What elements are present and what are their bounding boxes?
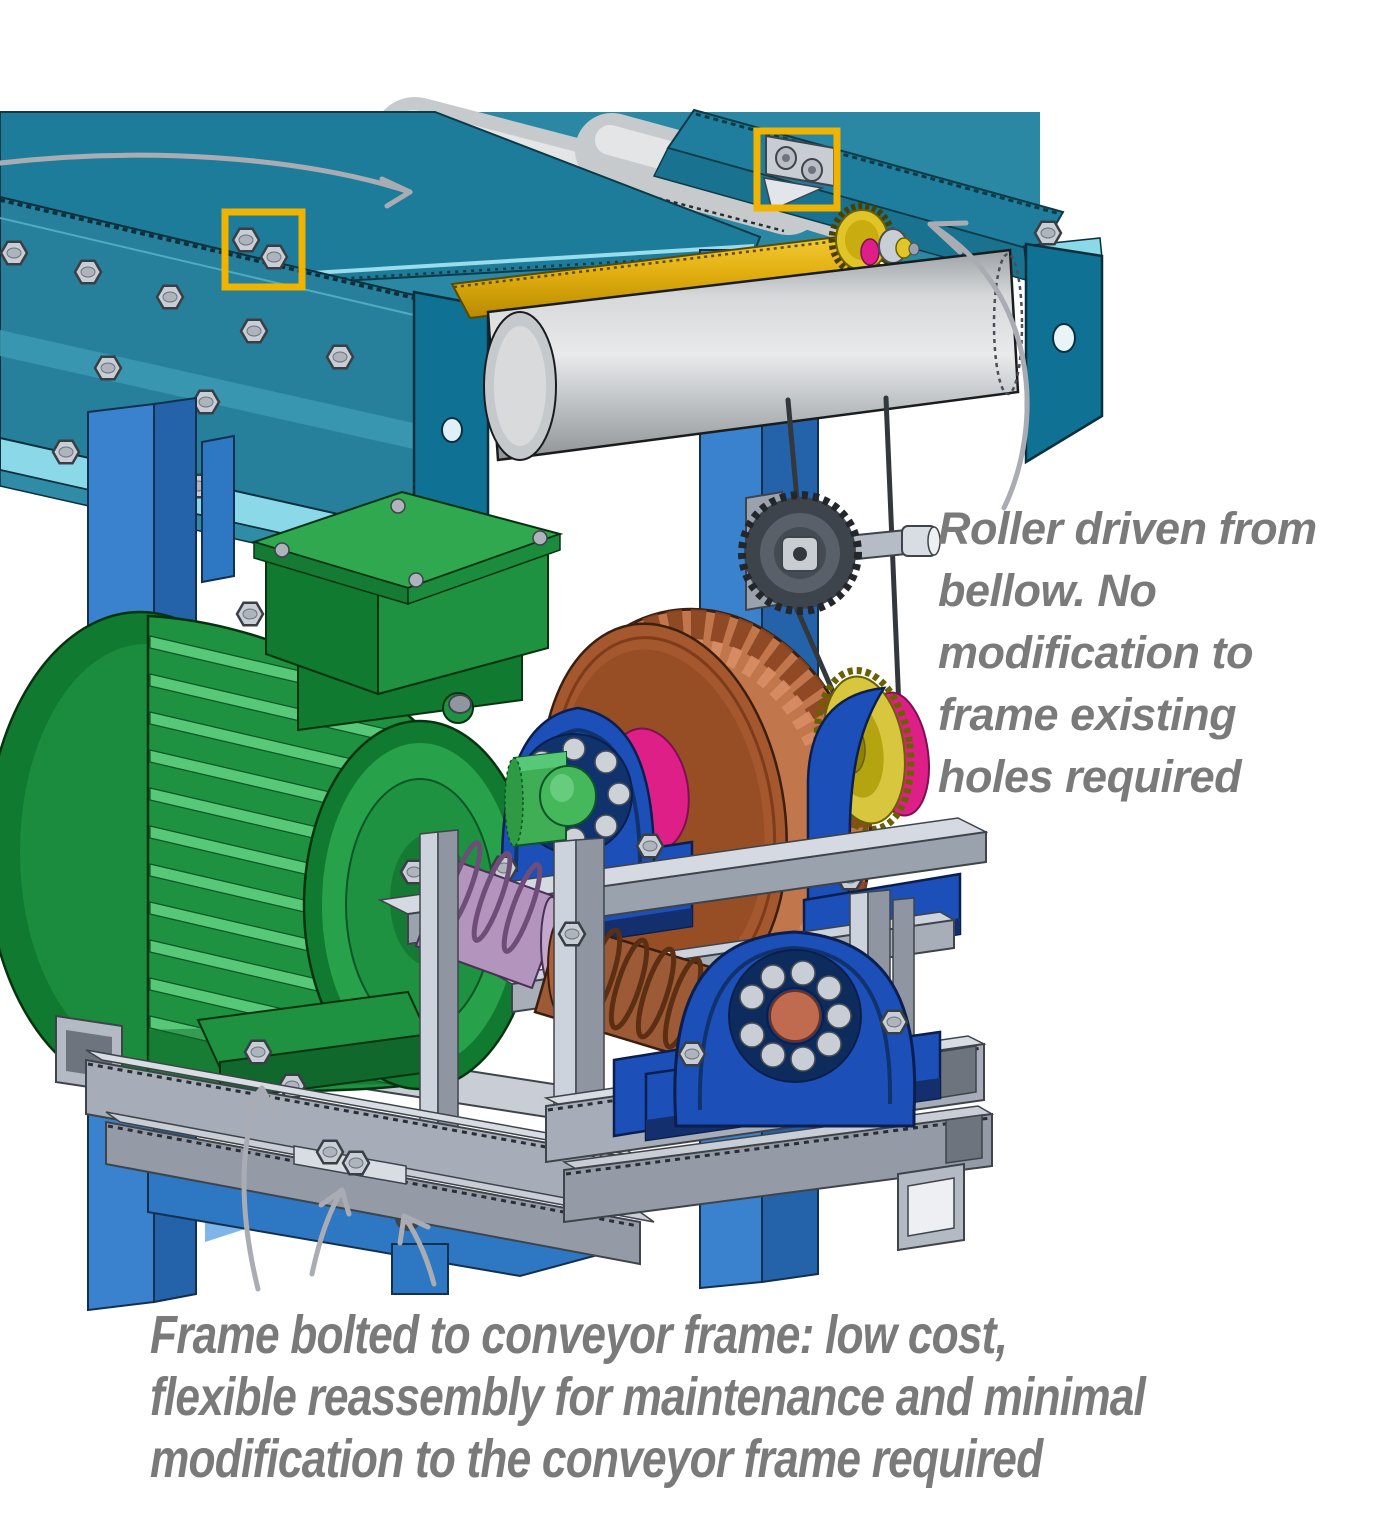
motor-terminal-box (250, 490, 564, 732)
annotation-arrows (0, 152, 1030, 1292)
drive-sprocket (828, 202, 920, 278)
conveyor-end-plate (1023, 220, 1104, 465)
annotation-roller-note: Roller driven from bellow. No modificati… (938, 498, 1368, 808)
frame-note-line: Frame bolted to conveyor frame: low cost… (150, 1305, 1008, 1365)
roller-note-line: Roller driven from (938, 503, 1317, 554)
roller-note-line: modification to (938, 627, 1253, 678)
motor-foot-arrow (241, 1085, 265, 1292)
roller-bracket (762, 134, 835, 212)
ball-bearing (739, 960, 852, 1072)
highlight-boxes (221, 127, 841, 291)
gear-shaft-stub (504, 750, 597, 848)
belt-direction-arrow (0, 152, 413, 195)
roller-note-line: frame existing (938, 689, 1237, 740)
bracket-bolts-highlight (753, 127, 841, 212)
roller-note-line: holes required (938, 751, 1242, 802)
electric-motor (0, 490, 564, 1102)
conveyor-bolt-arrow (401, 1213, 437, 1287)
annotation-frame-note: Frame bolted to conveyor frame: low cost… (150, 1304, 1146, 1490)
rail-bolts-highlight (221, 208, 306, 291)
roller-drive-arrow (927, 221, 1030, 511)
tensioner-sprocket (738, 490, 941, 615)
front-pillow-block (612, 930, 942, 1142)
frame-note-line: flexible reassembly for maintenance and … (150, 1367, 1146, 1427)
roller-note-line: bellow. No (938, 565, 1157, 616)
frame-note-line: modification to the conveyor frame requi… (150, 1429, 1043, 1489)
frame-bolt-arrow (309, 1187, 345, 1277)
